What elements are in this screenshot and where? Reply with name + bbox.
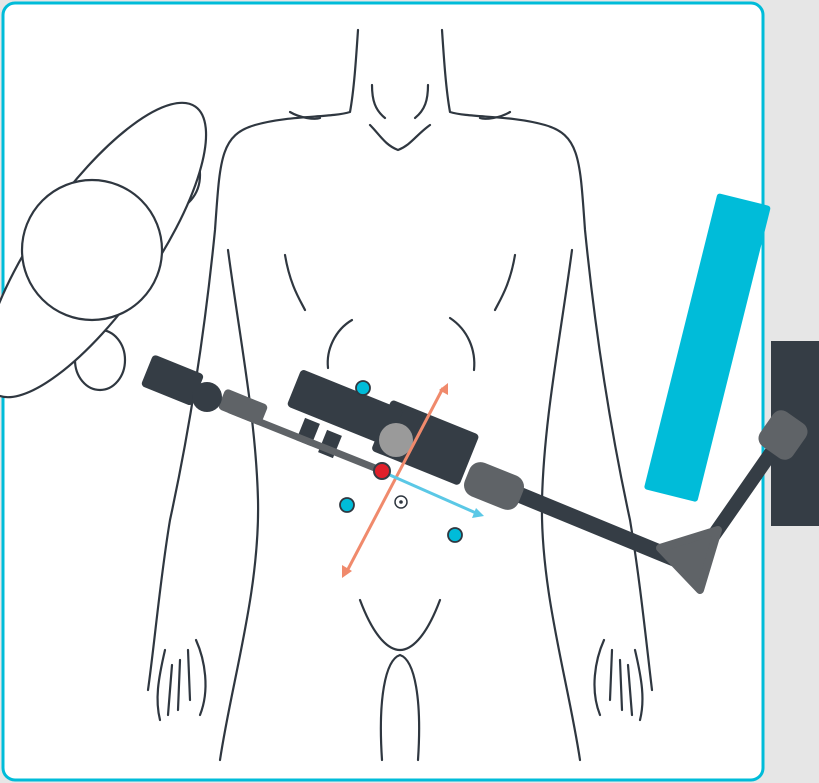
red-dot-icon (374, 463, 390, 479)
port-upper (356, 381, 370, 395)
navel-icon (395, 496, 407, 508)
port-left (340, 498, 354, 512)
port-right (448, 528, 462, 542)
